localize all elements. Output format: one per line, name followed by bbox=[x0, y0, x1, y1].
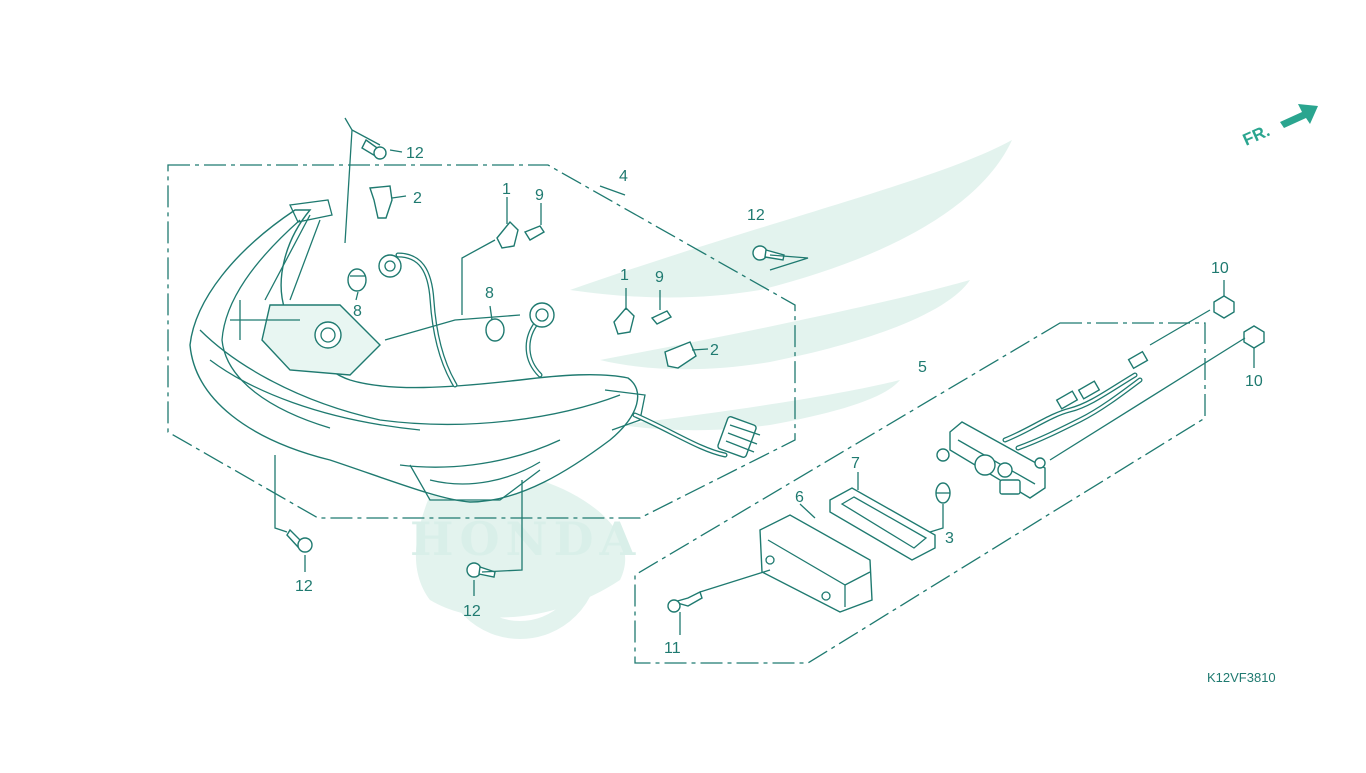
callout-2: 2 bbox=[710, 342, 719, 359]
nut-part-10-upper bbox=[1213, 295, 1235, 319]
screw-part-12-left bbox=[286, 528, 313, 553]
license-light-assembly bbox=[759, 350, 1149, 613]
grommet-part-1-lower bbox=[613, 306, 635, 335]
bulb-socket-upper bbox=[347, 252, 458, 388]
front-direction-arrow: FR. bbox=[1240, 104, 1318, 150]
bulb-socket-lower bbox=[485, 302, 555, 378]
callout-1: 1 bbox=[502, 181, 511, 198]
grommet-part-1-upper bbox=[496, 220, 519, 249]
callout-10: 10 bbox=[1245, 373, 1263, 390]
callout-2: 2 bbox=[413, 190, 422, 207]
callout-12: 12 bbox=[295, 578, 313, 595]
nut-part-10-lower bbox=[1243, 325, 1265, 349]
callout-4: 4 bbox=[619, 168, 628, 185]
callout-9: 9 bbox=[535, 187, 544, 204]
callout-12: 12 bbox=[747, 207, 765, 224]
screw-part-11 bbox=[667, 591, 703, 613]
group-4-boundary bbox=[167, 164, 796, 519]
clip-part-2-lower bbox=[664, 341, 697, 369]
arrow-icon bbox=[1280, 104, 1318, 128]
callout-12: 12 bbox=[463, 603, 481, 620]
callout-8: 8 bbox=[485, 285, 494, 302]
screw-part-12-top bbox=[361, 138, 387, 160]
front-direction-label: FR. bbox=[1240, 121, 1273, 149]
screw-part-12-right bbox=[752, 245, 785, 261]
callout-6: 6 bbox=[795, 489, 804, 506]
callout-3: 3 bbox=[945, 530, 954, 547]
callout-7: 7 bbox=[851, 455, 860, 472]
leader-lines bbox=[274, 117, 1255, 635]
front-light-assembly bbox=[189, 199, 761, 503]
callout-8: 8 bbox=[353, 303, 362, 320]
callout-11: 11 bbox=[664, 640, 681, 657]
callout-9: 9 bbox=[655, 269, 664, 286]
callout-labels: 12 2 1 9 4 12 8 8 1 9 2 10 10 5 7 6 3 12… bbox=[295, 145, 1263, 657]
callout-5: 5 bbox=[918, 359, 927, 376]
honda-watermark-text: HONDA bbox=[410, 512, 641, 566]
group-5-boundary bbox=[634, 322, 1206, 664]
screw-part-9-lower bbox=[650, 310, 673, 325]
clip-part-2-upper bbox=[369, 185, 393, 219]
callout-1: 1 bbox=[620, 267, 629, 284]
callout-10: 10 bbox=[1211, 260, 1229, 277]
screw-part-9-upper bbox=[523, 225, 545, 241]
diagram-code: K12VF3810 bbox=[1207, 670, 1276, 685]
callout-12: 12 bbox=[406, 145, 424, 162]
